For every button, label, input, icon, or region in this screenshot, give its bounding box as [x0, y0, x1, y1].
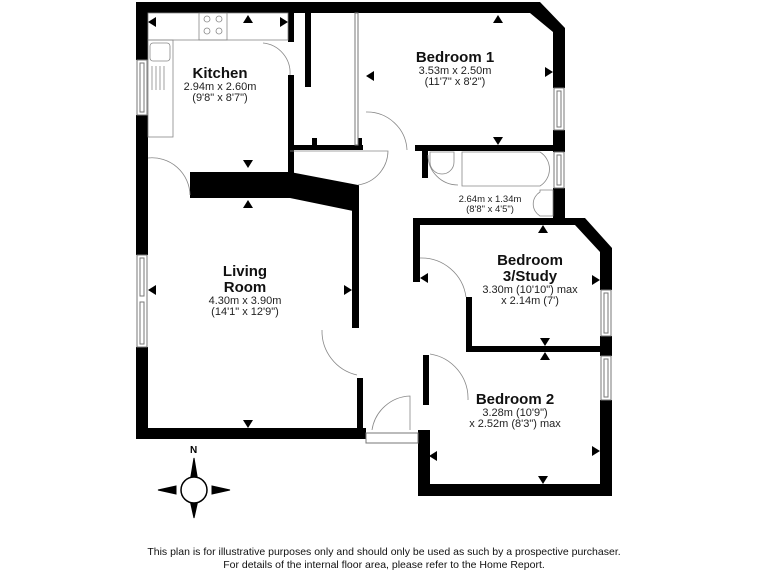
compass-north-label: N [190, 445, 198, 456]
bathroom-label: 2.64m x 1.34m (8'8" x 4'5") [445, 195, 535, 215]
room-dimensions-metric: 2.64m x 1.34m [458, 194, 522, 205]
door-swings [147, 42, 469, 431]
room-name: Kitchen [192, 65, 248, 82]
room-dimensions-metric: 3.53m x 2.50m [418, 64, 492, 77]
room-dimensions-line1: 3.28m (10'9") [482, 406, 548, 419]
kitchen-fixtures [147, 12, 289, 138]
measurement-arrows [148, 15, 600, 484]
living-room-label: Living Room 4.30m x 3.90m (14'1" x 12'9"… [190, 264, 300, 319]
room-name: Bedroom 2 [475, 391, 555, 408]
disclaimer-footer: This plan is for illustrative purposes o… [0, 546, 768, 572]
kitchen-label: Kitchen 2.94m x 2.60m (9'8" x 8'7") [165, 66, 275, 105]
room-dimensions-imperial: (8'8" x 4'5") [466, 203, 514, 215]
room-name: Bedroom 1 [415, 49, 495, 66]
bedroom1-label: Bedroom 1 3.53m x 2.50m (11'7" x 8'2") [395, 50, 515, 89]
room-name-line1: Living [222, 263, 268, 280]
bedroom2-label: Bedroom 2 3.28m (10'9") x 2.52m (8'3") m… [450, 392, 580, 431]
walls [136, 2, 612, 496]
room-dimensions-imperial: (11'7" x 8'2") [424, 76, 486, 89]
bedroom3-study-label: Bedroom 3/Study 3.30m (10'10") max x 2.1… [465, 253, 595, 308]
room-name-line2: Room [223, 278, 267, 296]
room-name-line1: Bedroom [497, 252, 563, 269]
room-dimensions-line2: x 2.52m (8'3") max [469, 418, 561, 431]
room-dimensions-line2: x 2.14m (7') [501, 295, 559, 308]
bathroom-fixtures [429, 151, 554, 217]
disclaimer-line2: For details of the internal floor area, … [223, 559, 545, 571]
room-dimensions-line1: 3.30m (10'10") max [482, 283, 578, 296]
room-dimensions-metric: 4.30m x 3.90m [208, 294, 282, 307]
disclaimer-line1: This plan is for illustrative purposes o… [147, 546, 621, 558]
room-name-line2: 3/Study [502, 267, 558, 285]
windows [136, 12, 612, 444]
room-dimensions-imperial: (14'1" x 12'9") [211, 306, 279, 319]
compass-rose-icon [157, 457, 231, 519]
room-dimensions-metric: 2.94m x 2.60m [183, 80, 257, 93]
room-dimensions-imperial: (9'8" x 8'7") [192, 92, 248, 105]
